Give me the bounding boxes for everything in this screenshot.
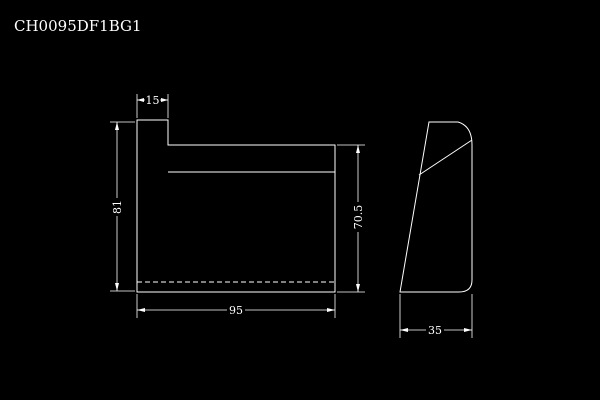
label-mask bbox=[145, 94, 160, 106]
arrowhead bbox=[356, 145, 360, 153]
arrowhead bbox=[464, 328, 472, 332]
arrowhead bbox=[115, 283, 119, 291]
dim-label-overall-width: 95 bbox=[229, 304, 243, 317]
dim-label-side-width: 35 bbox=[428, 324, 442, 337]
dim-side-width: 35 bbox=[399, 294, 473, 338]
drawing-title: CH0095DF1BG1 bbox=[14, 17, 142, 35]
dim-overall-height: 81 bbox=[110, 121, 135, 292]
dim-right-height: 70.5 bbox=[337, 144, 366, 293]
label-mask bbox=[227, 304, 245, 316]
front-view-outline bbox=[136, 119, 336, 293]
dim-label-overall-height: 81 bbox=[111, 200, 124, 214]
dim-label-top-width: 15 bbox=[146, 94, 160, 107]
label-mask bbox=[426, 324, 444, 336]
dim-overall-width: 95 bbox=[136, 294, 336, 318]
side-view bbox=[399, 121, 473, 293]
dim-label-right-height: 70.5 bbox=[352, 205, 365, 230]
arrowhead bbox=[137, 98, 144, 102]
arrowhead bbox=[115, 122, 119, 130]
arrowhead bbox=[327, 308, 335, 312]
chamfer-line bbox=[418, 139, 473, 176]
label-mask bbox=[352, 202, 366, 232]
arrowhead bbox=[137, 308, 145, 312]
arrowhead bbox=[356, 284, 360, 292]
arrowhead bbox=[400, 328, 408, 332]
label-mask bbox=[110, 198, 124, 216]
side-view-outline bbox=[399, 121, 473, 293]
arrowhead bbox=[161, 98, 168, 102]
dim-top-width: 15 bbox=[136, 94, 169, 118]
front-view bbox=[136, 119, 336, 293]
